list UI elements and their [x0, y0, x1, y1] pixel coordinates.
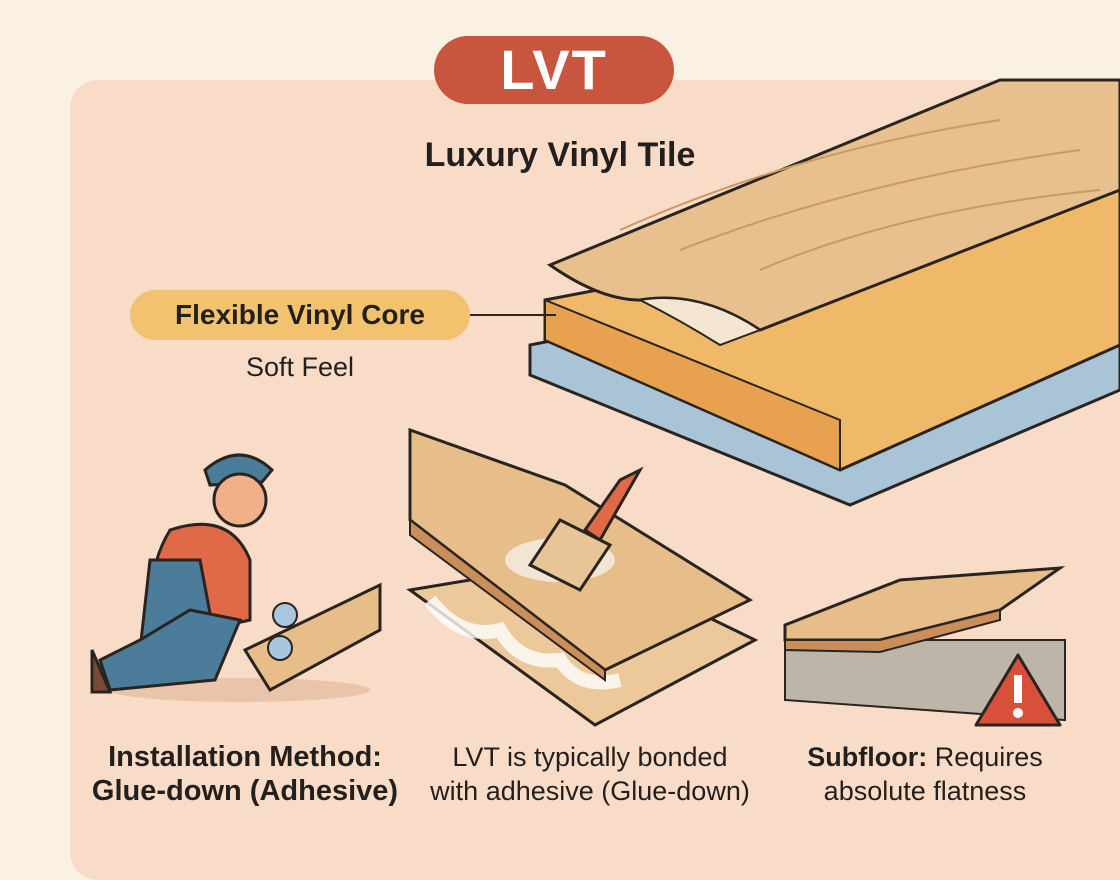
bonding-caption-line2: with adhesive (Glue-down) [430, 776, 750, 806]
core-callout-label: Flexible Vinyl Core [130, 290, 470, 340]
vinyl-plank-layers-illustration [528, 78, 1120, 507]
subfloor-caption: Subfloor: Requires absolute flatness [780, 740, 1070, 808]
callout-pointer-line [470, 314, 556, 316]
warning-icon [974, 653, 1062, 727]
subfloor-caption-bold: Subfloor: [807, 742, 928, 772]
bonding-caption: LVT is typically bonded with adhesive (G… [420, 740, 760, 808]
lvt-badge: LVT [434, 36, 674, 104]
installation-caption-line1: Installation Method: [108, 741, 382, 773]
installation-caption-line2: Glue-down (Adhesive) [91, 775, 399, 807]
subfloor-caption-line2: absolute flatness [823, 776, 1027, 806]
bonding-caption-line1: LVT is typically bonded [452, 742, 728, 772]
adhesive-application-illustration [406, 427, 759, 727]
subfloor-caption-line1: Requires [927, 742, 1043, 772]
worker-illustration [90, 453, 382, 702]
illustration [90, 78, 1120, 727]
core-callout-sublabel: Soft Feel [245, 352, 355, 382]
installation-caption: Installation Method: Glue-down (Adhesive… [60, 740, 430, 808]
page-title: Luxury Vinyl Tile [424, 136, 696, 174]
